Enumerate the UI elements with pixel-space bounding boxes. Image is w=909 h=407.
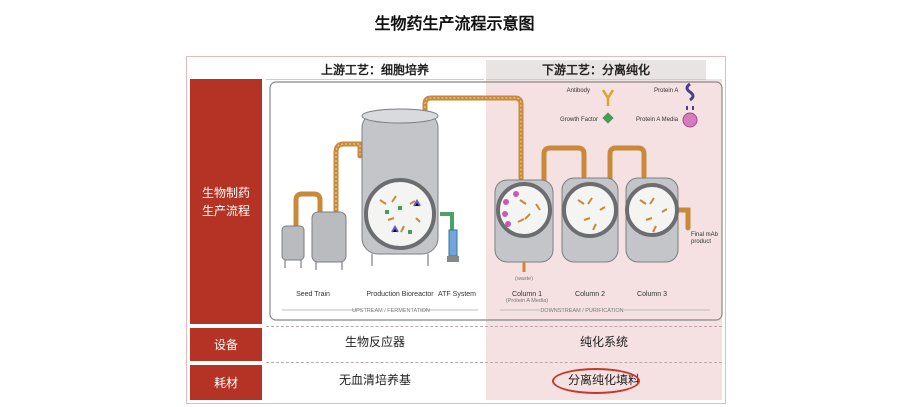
legend-growth-factor-label: Growth Factor xyxy=(560,117,598,123)
protein-a-media-icon xyxy=(682,106,698,128)
diagram-box xyxy=(269,81,723,321)
production-bioreactor xyxy=(361,108,439,266)
column-3 xyxy=(625,177,679,263)
legend-protein-a-media-label: Protein A Media xyxy=(636,117,679,123)
column1-label: Column 1 xyxy=(512,291,542,298)
legend-protein-a-label: Protein A xyxy=(654,88,678,94)
row-label-column: 生物制药 生产流程 设备 耗材 xyxy=(190,79,262,400)
downstream-band-label: DOWNSTREAM / PURIFICATION xyxy=(540,308,623,314)
atf-system-label: ATF System xyxy=(438,291,476,298)
column3-label: Column 3 xyxy=(637,291,667,298)
antibody-icon xyxy=(601,89,615,106)
row-label-consumables: 耗材 xyxy=(190,365,262,400)
row-label-equipment: 设备 xyxy=(190,328,262,361)
page-title: 生物药生产流程示意图 xyxy=(374,14,535,33)
downstream-header: 下游工艺：分离纯化 xyxy=(486,60,706,80)
production-bioreactor-label: Production Bioreactor xyxy=(366,291,434,298)
upstream-header: 上游工艺：细胞培养 xyxy=(266,60,484,80)
column-1 xyxy=(494,179,554,272)
consumables-upstream: 无血清培养基 xyxy=(338,372,411,387)
column-2 xyxy=(561,177,619,263)
row-divider-equipment xyxy=(266,326,722,327)
column2-label: Column 2 xyxy=(575,291,605,298)
row-divider-consumables xyxy=(266,362,722,363)
seed-train-vessels xyxy=(281,211,347,270)
equipment-downstream: 纯化系统 xyxy=(579,334,628,349)
highlight-oval xyxy=(552,368,640,394)
seed-train-label: Seed Train xyxy=(296,291,330,298)
final-product-label-line1: Final mAb xyxy=(691,232,719,238)
legend-antibody-label: Antibody xyxy=(567,88,590,94)
waste-label: (waste) xyxy=(515,276,533,282)
final-product-label-line2: product xyxy=(691,239,711,245)
column1-sub-label: (Protein A Media) xyxy=(506,298,548,304)
protein-a-icon xyxy=(685,82,695,102)
row-label-process: 生物制药 生产流程 xyxy=(190,79,262,324)
growth-factor-icon xyxy=(602,112,614,124)
upstream-band-label: UPSTREAM / FERMENTATION xyxy=(352,308,430,314)
atf-system xyxy=(440,212,459,262)
equipment-upstream: 生物反应器 xyxy=(344,334,405,349)
